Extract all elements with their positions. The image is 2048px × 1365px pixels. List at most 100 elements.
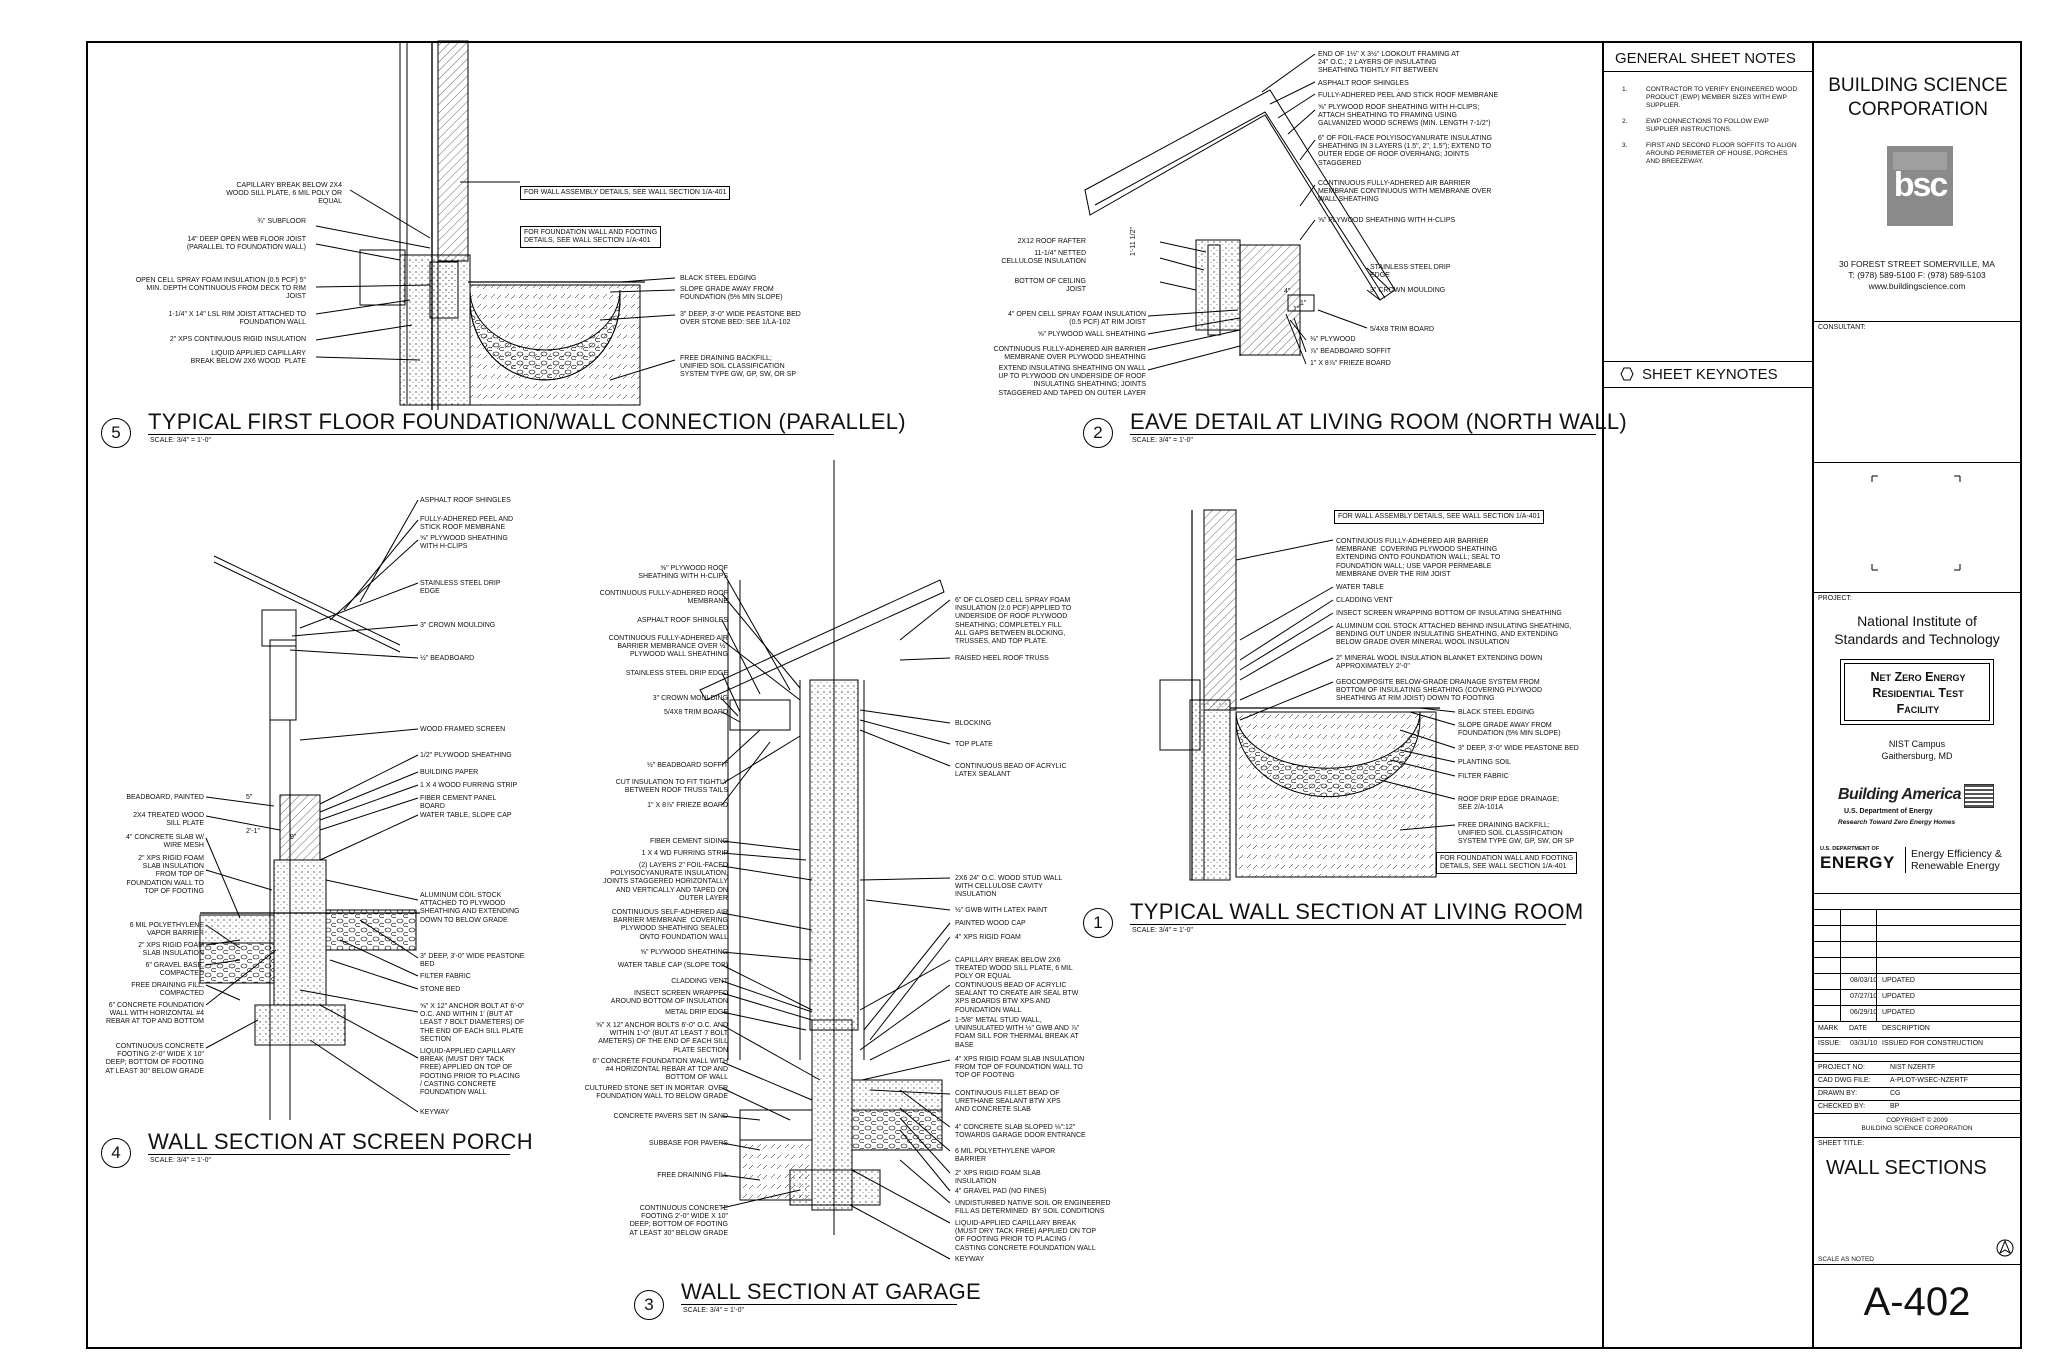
d1-leader-6: [1239, 681, 1334, 721]
copyright-line2: BUILDING SCIENCE CORPORATION: [1861, 1125, 1973, 1132]
d4-leader-8: [319, 771, 419, 813]
d3-note-plywood: ⅝" PLYWOOD SHEATHING: [640, 949, 728, 956]
d3-leader-l-13: [721, 912, 813, 931]
d5-note-peastone: 3" DEEP, 3'-0" WIDE PEASTONE BED OVER ST…: [680, 311, 801, 327]
cad-label: CAD DWG FILE:: [1818, 1077, 1871, 1084]
d4-note-fiber-cement: FIBER CEMENT PANEL BOARD: [420, 795, 497, 811]
d4-roof-lines: [213, 555, 401, 653]
d3-note-acrylic-sealant: CONTINUOUS BEAD OF ACRYLIC SEALANT TO CR…: [955, 982, 1079, 1014]
project-name-line3: Facility: [1896, 702, 1940, 716]
d3-note-metal-stud: 1-5/8" METAL STUD WALL, UNINSULATED WITH…: [955, 1017, 1080, 1049]
client-line1: National Institute of: [1857, 613, 1977, 629]
d1-note-air-barrier: CONTINUOUS FULLY-ADHERED AIR BARRIER MEM…: [1336, 538, 1501, 578]
d3-note-footing: CONTINUOUS CONCRETE FOOTING 2'-0" WIDE x…: [629, 1205, 728, 1237]
d5-leader-1: [315, 225, 431, 249]
d1-note-cladding-vent: CLADDING VENT: [1336, 597, 1393, 604]
general-note-3: FIRST AND SECOND FLOOR SOFFITS TO ALIGN …: [1646, 142, 1797, 165]
d4-note-xps-slab: 2" XPS RIGID FOAM SLAB INSULATION: [138, 942, 204, 958]
sheet-number: A-402: [1863, 1280, 1971, 1324]
d4-leader-9: [319, 784, 419, 821]
d4-leader-15: [329, 959, 419, 990]
d3-leader-l-19: [721, 1024, 821, 1081]
d4-leader-1: [343, 519, 419, 611]
d3-leader-l-18: [721, 1011, 807, 1031]
d3-leader-r-19: [851, 1169, 951, 1224]
d1-leader-1: [1239, 586, 1334, 641]
d4-leader-7: [319, 754, 419, 805]
d4-leader-l-4: [205, 924, 241, 949]
firm-name-line2: CORPORATION: [1847, 99, 1989, 120]
project-name-box: Net Zero Energy Residential Test Facilit…: [1840, 659, 1994, 725]
d3-leader-r-20: [849, 1204, 951, 1260]
d3-leader-l-11: [721, 852, 807, 861]
d3-note-poly: 6 MIL POLYETHYLENE VAPOR BARRIER: [955, 1148, 1056, 1164]
d3-leader-l-24: [721, 1174, 761, 1181]
d3-note-foundation-wall: 6" CONCRETE FOUNDATION WALL WITH #4 HORI…: [592, 1058, 728, 1082]
d4-dim-5: 5": [246, 794, 253, 801]
d3-garage-slab: [851, 1079, 943, 1111]
doe-big: ENERGY: [1820, 853, 1895, 872]
d5-leader-r-0: [619, 277, 676, 283]
d3-note-insect-screen: INSECT SCREEN WRAPPED AROUND BOTTOM OF I…: [610, 990, 728, 1006]
d1-note-slope-grade: SLOPE GRADE AWAY FROM FOUNDATION (5% MIN…: [1458, 722, 1561, 738]
d3-note-gwb: ½" GWB WITH LATEX PAINT: [955, 907, 1048, 914]
d3-note-furring: 1 x 4 WD FURRING STRIP: [641, 850, 728, 857]
d1-note-roof-drip: ROOF DRIP EDGE DRAINAGE; SEE 2/A-101A: [1458, 796, 1559, 812]
d3-note-pavers: CONCRETE PAVERS SET IN SAND: [613, 1113, 728, 1120]
sheet-title-rule: [1814, 1137, 2020, 1138]
d5-rim-joist: [359, 249, 406, 306]
d4-leader-0: [359, 499, 419, 603]
d4-leader-16: [299, 989, 419, 1013]
d4-note-drip-edge: STAINLESS STEEL DRIP EDGE: [420, 580, 501, 596]
issue-rule: [1814, 1037, 2020, 1038]
d2-leader-2: [1277, 93, 1316, 119]
d3-note-polyiso: (2) LAYERS 2" FOIL-FACED POLYISOCYANURAT…: [603, 862, 728, 902]
d3-note-top-plate: TOP PLATE: [955, 741, 993, 748]
d2-leader-1: [1269, 81, 1316, 105]
detail-1-scale: SCALE: 3/4" = 1'-0": [1132, 927, 1193, 934]
detail-5-number: 5: [101, 418, 131, 448]
rev-header-date: DATE: [1849, 1025, 1868, 1032]
d3-leader-r-15: [899, 1107, 951, 1152]
north-arrow-icon: [1996, 1238, 2014, 1258]
d2-note-extend-insul: EXTEND INSULATING SHEATHING ON WALL UP T…: [998, 365, 1146, 397]
d4-note-shingles: ASPHALT ROOF SHINGLES: [420, 497, 511, 504]
d4-leader-14: [339, 939, 419, 977]
d5-leader-4: [315, 299, 411, 315]
right-border: [2020, 41, 2022, 1349]
d4-leader-5: [289, 649, 419, 659]
d3-leader-r-0: [899, 599, 951, 641]
d3-note-wood-cap: PAINTED WOOD CAP: [955, 920, 1026, 927]
d2-leader-18: [1293, 317, 1307, 353]
d3-leader-r-16: [899, 1117, 951, 1174]
rev-col-divider-1: [1840, 909, 1841, 1021]
d4-note-plywood: ⅝" PLYWOOD SHEATHING WITH H-CLIPS: [420, 535, 508, 551]
d4-note-capillary: LIQUID-APPLIED CAPILLARY BREAK (MUST DRY…: [420, 1048, 521, 1097]
d4-note-peastone: 3" DEEP, 3'-0" WIDE PEASTONE BED: [420, 953, 525, 969]
d4-note-keyway: KEYWAY: [420, 1109, 450, 1116]
consultant-label: CONSULTANT:: [1818, 324, 1866, 331]
project-name-inner-box: [1844, 663, 1990, 721]
d2-note-shingles: ASPHALT ROOF SHINGLES: [1318, 80, 1409, 87]
d3-stud-wall: [809, 679, 859, 1031]
d4-note-foundation-wall: 6" CONCRETE FOUNDATION WALL WITH HORIZON…: [105, 1002, 204, 1026]
d3-leader-r-12: [861, 1059, 951, 1081]
general-notes-heading: GENERAL SHEET NOTES: [1615, 50, 1796, 67]
d5-leader-r-1: [609, 289, 676, 293]
bsc-logo-text: bsc: [1893, 166, 1949, 204]
d3-leader-r-1: [899, 657, 951, 661]
detail-4-title: WALL SECTION AT SCREEN PORCH: [148, 1129, 533, 1154]
d4-note-slab: 4" CONCRETE SLAB W/ WIRE MESH: [126, 834, 204, 850]
d3-leader-r-4: [859, 729, 951, 767]
rev-row-1-rule: [1814, 973, 2020, 974]
d4-leader-l-2: [205, 837, 241, 919]
d2-leader-5: [1299, 184, 1316, 207]
d5-note-rim-joist: 1-1/4" x 14" LSL RIM JOIST ATTACHED TO F…: [168, 311, 307, 327]
firm-address: 30 FOREST STREET SOMERVILLE, MA: [1839, 259, 1995, 269]
d3-note-self-adhered: CONTINUOUS SELF-ADHERED AIR BARRIER MEMB…: [611, 909, 728, 941]
d3-leader-l-22: [721, 1115, 761, 1121]
doe-right-line1: Energy Efficiency &: [1911, 848, 2002, 860]
d3-note-acrylic-latex: CONTINUOUS BEAD OF ACRYLIC LATEX SEALANT: [955, 763, 1067, 779]
detail-3-scale: SCALE: 3/4" = 1'-0": [683, 1307, 744, 1314]
d1-note-planting-soil: PLANTING SOIL: [1458, 759, 1511, 766]
